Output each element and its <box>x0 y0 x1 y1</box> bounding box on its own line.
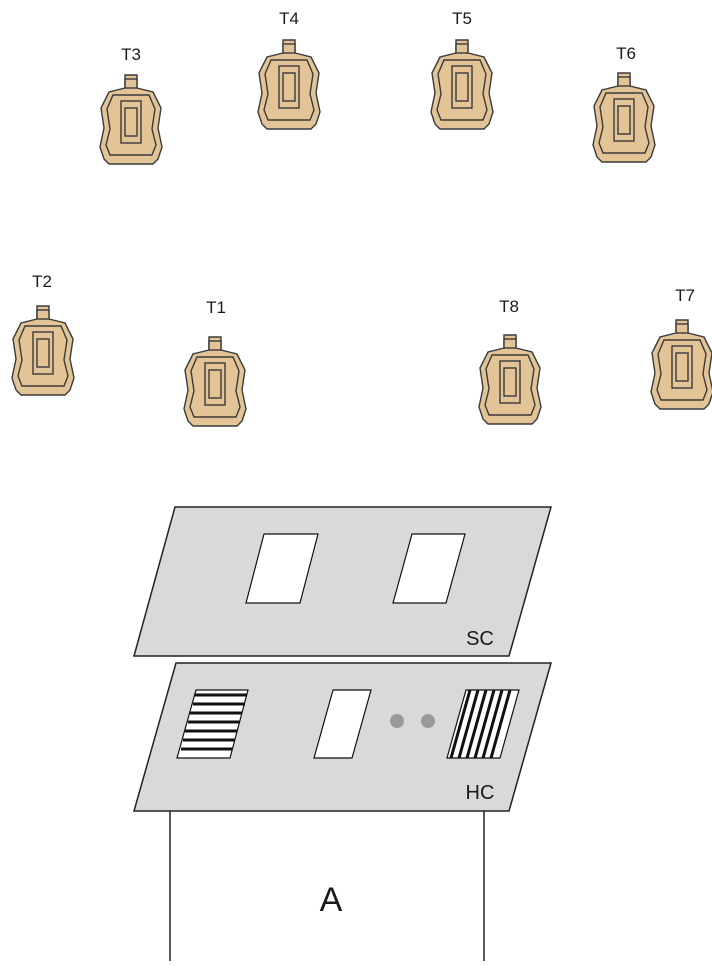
target-t3 <box>100 75 162 164</box>
sc-panel: SC <box>134 507 551 656</box>
target-t1 <box>184 337 246 426</box>
hc-panel: HC <box>134 663 551 811</box>
ellipsis-dot-2 <box>421 714 435 728</box>
stand-label: A <box>320 881 343 919</box>
target-t2-icon <box>12 306 74 395</box>
target-t8-icon <box>479 335 541 424</box>
target-t7-icon <box>651 320 712 409</box>
target-t7 <box>651 320 712 409</box>
sc-label: SC <box>466 628 494 650</box>
hc-label: HC <box>466 782 495 804</box>
target-t6-icon <box>593 73 655 162</box>
target-t7-label: T7 <box>675 286 695 305</box>
target-t4 <box>258 40 320 129</box>
target-t5-icon <box>431 40 493 129</box>
ellipsis-dot-1 <box>390 714 404 728</box>
target-t4-label: T4 <box>279 9 299 28</box>
target-t8-label: T8 <box>499 297 519 316</box>
target-t5 <box>431 40 493 129</box>
target-t2-label: T2 <box>32 272 52 291</box>
target-t1-label: T1 <box>206 298 226 317</box>
target-t6-label: T6 <box>616 44 636 63</box>
target-t4-icon <box>258 40 320 129</box>
target-t8 <box>479 335 541 424</box>
target-t6 <box>593 73 655 162</box>
target-t5-label: T5 <box>452 9 472 28</box>
target-t3-icon <box>100 75 162 164</box>
target-t3-label: T3 <box>121 45 141 64</box>
target-t1-icon <box>184 337 246 426</box>
target-t2 <box>12 306 74 395</box>
